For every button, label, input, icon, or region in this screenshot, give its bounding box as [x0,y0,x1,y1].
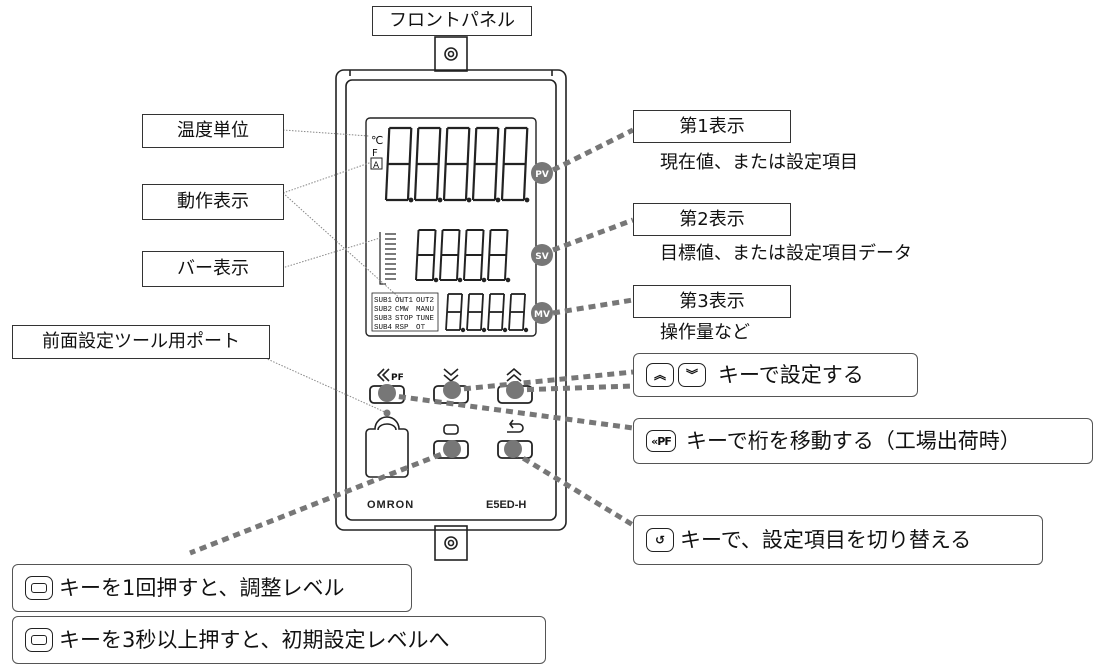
sv-digit [415,229,439,283]
status-sub2: SUB2 [374,306,392,314]
key-lock-icon: O⊤ [416,324,426,332]
callout-up-down-text: キーで設定する [718,362,864,387]
mv-digit [508,293,529,333]
label-tool-port: 前面設定ツール用ポート [12,325,270,359]
pv-digit [471,126,501,203]
label-temp-unit: 温度単位 [142,114,284,148]
mv-badge: MV [531,302,553,324]
status-out1: OUT1 [395,297,414,305]
callout-cycle: ↺ キーで、設定項目を切り替える [633,515,1043,565]
status-stop: STOP [395,315,414,323]
mv-digit [466,293,487,333]
display1-desc: 現在値、または設定項目 [660,152,858,173]
pv-digits [384,126,530,203]
down-key-symbol-icon [443,368,459,383]
thick-leaders [189,127,635,556]
status-sub1: SUB1 [374,297,393,305]
pf-key-icon: «PF [646,430,676,452]
pf-key-symbol-text: PF [391,373,404,383]
up-key-symbol-icon [506,367,522,382]
front-panel-title: フロントパネル [372,6,532,36]
down-key-icon: ︾ [678,363,706,387]
lcd-window [365,117,537,337]
bar-indicator [379,232,396,285]
display2-desc: 目標値、または設定項目データ [660,243,912,264]
cycle-key-symbol-icon [507,419,524,433]
display1-title: 第1表示 [633,110,791,143]
label-operation: 動作表示 [142,184,284,220]
display2-title: 第2表示 [633,203,791,236]
status-grid: SUB1 OUT1 OUT2 SUB2 CMW MANU SUB3 STOP T… [371,292,439,332]
status-out2: OUT2 [416,297,434,305]
pf-key-symbol-icon [376,368,390,382]
tool-port[interactable] [365,416,409,478]
status-sub4: SUB4 [374,324,393,332]
display3-desc: 操作量など [660,322,750,343]
pf-key-icon-text: PF [657,434,672,448]
status-cmw: CMW [395,306,409,314]
callout-mode-hold: キーを3秒以上押すと、初期設定レベルへ [12,616,546,664]
unit-fahrenheit-icon: F [372,148,378,159]
sv-badge: SV [531,244,553,266]
sv-digit [439,229,463,283]
bar-frame [379,232,386,285]
top-bracket [434,36,468,72]
callout-pf-text: キーで桁を移動する（工場出荷時） [686,428,1021,453]
mv-digits [445,293,529,333]
cycle-key-icon: ↺ [646,528,674,552]
svg-text:MV: MV [534,310,550,320]
callout-up-down: ︽ ︾ キーで設定する [633,353,918,397]
mv-digit [445,293,466,333]
svg-text:PV: PV [535,170,549,180]
callout-mode-hold-text: キーを3秒以上押すと、初期設定レベルへ [59,627,450,652]
sv-digit [487,229,511,283]
pv-digit [442,126,472,203]
callout-cycle-text: キーで、設定項目を切り替える [680,527,972,552]
mode-key-icon [25,576,53,600]
sv-digit [463,229,487,283]
status-sub3: SUB3 [374,315,393,323]
display3-title: 第3表示 [633,285,791,318]
pv-digit [384,126,414,203]
model-name: E5ED-H [486,499,526,511]
bottom-bracket [434,525,468,561]
pv-digit [500,126,530,203]
status-manu: MANU [416,306,434,314]
pv-digit [413,126,443,203]
mv-digit [487,293,508,333]
mode-key-icon-2 [25,628,53,652]
callout-mode-once-text: キーを1回押すと、調整レベル [59,575,345,600]
mode-key-symbol-icon [443,424,459,435]
thin-leaders [264,129,405,414]
pv-badge: PV [531,162,553,184]
callout-mode-once: キーを1回押すと、調整レベル [12,564,412,612]
up-key-icon: ︽ [646,363,674,387]
brand-logo: OMRON [367,499,414,511]
leader-dots [378,381,524,458]
unit-celsius-icon: ℃ [371,134,383,147]
svg-text:SV: SV [535,252,548,262]
status-rsp: RSP [395,324,409,332]
unit-a-icon: A [373,161,380,171]
status-tune: TUNE [416,315,435,323]
label-bar: バー表示 [142,251,284,287]
device-housing [335,69,567,531]
sv-digits [415,229,511,283]
callout-pf: «PF キーで桁を移動する（工場出荷時） [633,418,1093,464]
